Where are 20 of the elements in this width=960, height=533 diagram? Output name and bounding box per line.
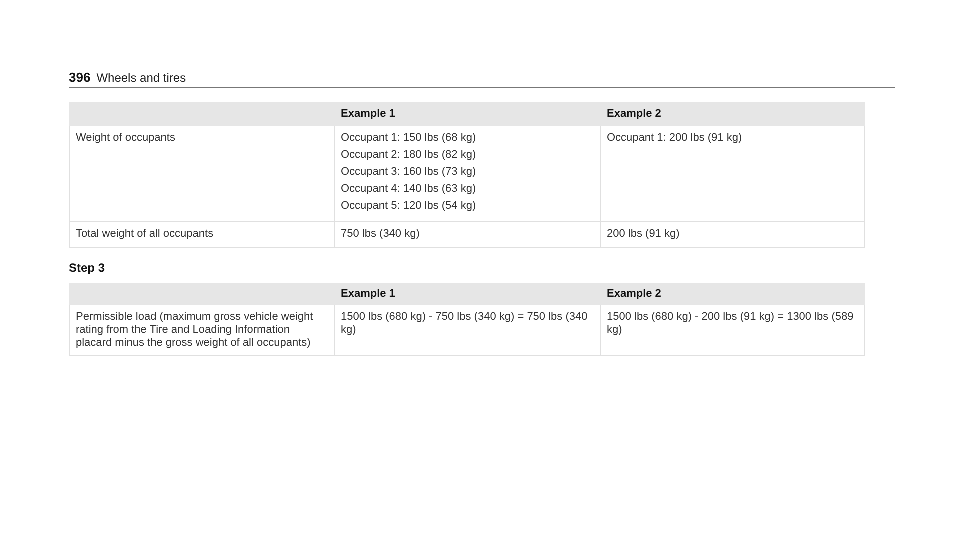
table-cell: Permissible load (maximum gross vehicle weight rating from the Tire and Loading Information placard minus the gross weight of all occupants) — [69, 305, 335, 356]
column-header: Example 1 — [340, 108, 396, 120]
column-header: Example 1 — [340, 288, 396, 300]
column-header: Example 2 — [606, 108, 662, 120]
table-cell: Occupant 1: 200 lbs (91 kg) — [601, 126, 865, 222]
table-cell: 750 lbs (340 kg) — [335, 222, 601, 248]
table-cell: 1500 lbs (680 kg) - 200 lbs (91 kg) = 1300 lbs (589 kg) — [601, 305, 865, 356]
cell-text: Occupant 5: 120 lbs (54 kg) — [341, 200, 478, 213]
cell-text: Occupant 1: 150 lbs (68 kg) — [341, 132, 478, 145]
step-heading: Step 3 — [69, 261, 106, 275]
column-header: Example 2 — [606, 288, 662, 300]
cell-text: Occupant 4: 140 lbs (63 kg) — [341, 183, 478, 196]
table-cell: 1500 lbs (680 kg) - 750 lbs (340 kg) = 750 lbs (340 kg) — [335, 305, 601, 356]
section-title: Wheels and tires — [96, 71, 186, 85]
cell-text: Occupant 2: 180 lbs (82 kg) — [341, 149, 478, 162]
table-cell: Weight of occupants — [69, 126, 335, 222]
page-number: 396 — [69, 70, 91, 85]
table-cell: Total weight of all occupants — [69, 222, 335, 248]
table-cell: 200 lbs (91 kg) — [601, 222, 865, 248]
cell-text: Occupant 3: 160 lbs (73 kg) — [341, 166, 478, 179]
